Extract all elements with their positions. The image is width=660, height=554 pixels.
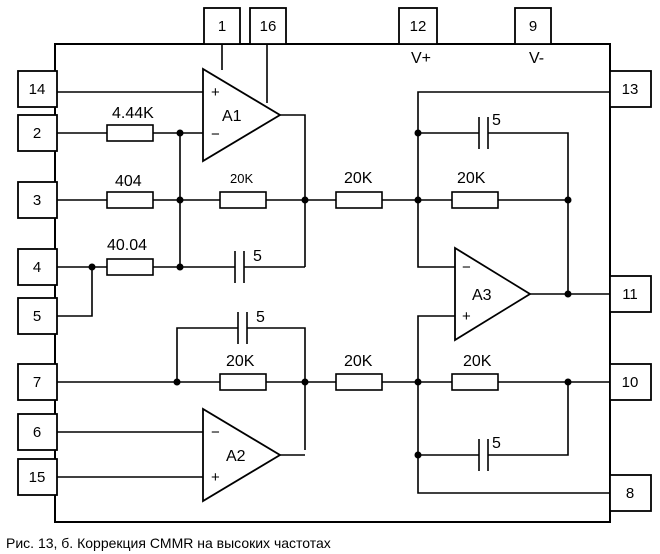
svg-text:6: 6 <box>33 424 41 441</box>
label-r-20k-bot: 20K <box>344 353 373 370</box>
label-c-a1: 5 <box>253 248 262 265</box>
pin-12: 12 <box>398 7 438 45</box>
pin-7: 7 <box>17 363 58 401</box>
op-amp-a3: − + A3 <box>454 246 532 342</box>
svg-text:5: 5 <box>33 308 41 325</box>
pin-8: 8 <box>609 474 652 512</box>
resistor-20k-bottom-feedback <box>451 373 499 391</box>
svg-text:14: 14 <box>29 81 46 98</box>
capacitor-a1 <box>234 251 245 283</box>
svg-text:−: − <box>211 126 220 143</box>
svg-text:−: − <box>462 259 471 276</box>
op-amp-a2: − + A2 <box>202 407 282 503</box>
resistor-20k-bottom <box>335 373 383 391</box>
resistors <box>106 124 499 391</box>
label-r-20k-top-fb: 20K <box>457 170 486 187</box>
svg-text:1: 1 <box>218 18 226 35</box>
pin-14: 14 <box>17 70 58 108</box>
pins: 1 16 12 9 14 2 3 4 5 7 6 15 13 11 10 <box>17 7 652 512</box>
svg-text:11: 11 <box>622 286 638 303</box>
resistor-20k-top <box>335 191 383 209</box>
label-vplus: V+ <box>411 50 431 67</box>
svg-text:2: 2 <box>33 125 41 142</box>
pin-15: 15 <box>17 458 58 496</box>
figure-caption: Рис. 13, б. Коррекция CMMR на высоких ча… <box>6 535 331 551</box>
label-r-40-04: 40.04 <box>107 237 147 254</box>
capacitor-a2 <box>237 312 248 344</box>
pin-13: 13 <box>609 70 652 108</box>
resistor-404 <box>106 191 154 209</box>
pin-9: 9 <box>514 7 552 45</box>
resistor-20k-bottom-input <box>219 373 267 391</box>
pin-6: 6 <box>17 413 58 451</box>
pin-16: 16 <box>249 7 287 45</box>
capacitors <box>234 117 489 471</box>
label-r-20k-bot-fb: 20K <box>463 353 492 370</box>
resistor-4-44k <box>106 124 154 142</box>
svg-text:+: + <box>462 308 471 325</box>
op-amp-a1: + − A1 <box>202 67 282 163</box>
svg-text:10: 10 <box>622 374 639 391</box>
svg-text:13: 13 <box>622 81 639 98</box>
label-c-bot: 5 <box>492 435 501 452</box>
junction-dots <box>88 129 572 459</box>
resistor-40-04 <box>106 258 154 276</box>
label-r-20k-mid: 20K <box>230 171 253 186</box>
svg-text:+: + <box>211 469 220 486</box>
svg-text:9: 9 <box>529 18 537 35</box>
label-c-top: 5 <box>492 112 501 129</box>
svg-text:15: 15 <box>29 469 46 486</box>
svg-text:16: 16 <box>260 18 277 35</box>
pin-3: 3 <box>17 181 58 219</box>
label-r-4-44k: 4.44K <box>112 105 154 122</box>
pin-10: 10 <box>609 363 652 401</box>
pin-2: 2 <box>17 114 58 152</box>
capacitor-bottom <box>478 439 489 471</box>
capacitor-top <box>478 117 489 149</box>
pin-11: 11 <box>609 275 652 313</box>
resistor-20k-mid <box>219 191 267 209</box>
label-r-20k-top: 20K <box>344 170 373 187</box>
pin-5: 5 <box>17 297 58 335</box>
label-vminus: V- <box>529 50 544 67</box>
label-a1: A1 <box>222 108 242 125</box>
svg-text:3: 3 <box>33 192 41 209</box>
svg-text:−: − <box>211 424 220 441</box>
label-c-a2: 5 <box>256 309 265 326</box>
label-a2: A2 <box>226 448 246 465</box>
pin-4: 4 <box>17 248 58 286</box>
label-r-404: 404 <box>115 173 142 190</box>
label-a3: A3 <box>472 287 492 304</box>
pin-1: 1 <box>203 7 241 45</box>
svg-text:7: 7 <box>33 374 41 391</box>
svg-text:+: + <box>211 84 220 101</box>
svg-text:4: 4 <box>33 259 41 276</box>
resistor-20k-top-feedback <box>451 191 499 209</box>
svg-text:8: 8 <box>626 485 634 502</box>
label-r-20k-bot-in: 20K <box>226 353 255 370</box>
labels: V+ V- 4.44K 404 40.04 20K 20K 20K 20K 20… <box>107 50 544 452</box>
svg-text:12: 12 <box>410 18 427 35</box>
